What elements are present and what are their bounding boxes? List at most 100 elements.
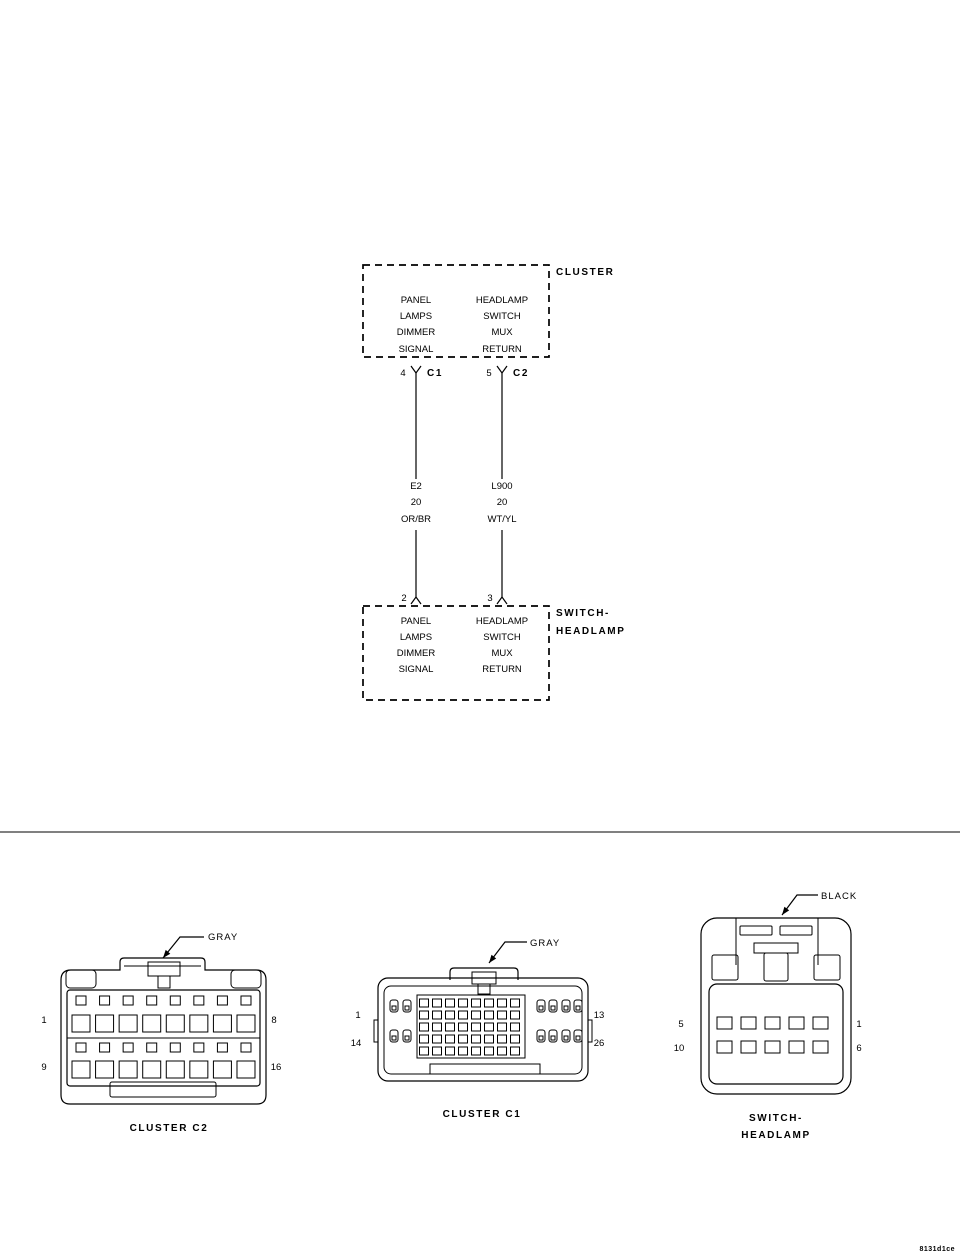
cluster-circuit-right-line: MUX <box>491 327 513 338</box>
side-guide-left <box>711 954 739 981</box>
switch-circuit-right-line: HEADLAMP <box>476 616 528 627</box>
wire-circuit-label: L900 <box>491 481 512 492</box>
terminal-cavity-latch <box>75 995 87 1006</box>
terminal-cavity <box>389 999 399 1013</box>
terminal-cavity-latch <box>404 1005 410 1011</box>
terminal-cavity-latch <box>99 1042 111 1053</box>
terminal-cavity-latch <box>240 995 252 1006</box>
cluster-outline <box>362 264 550 358</box>
terminal-cavity <box>165 1014 185 1033</box>
lock-latch <box>753 942 799 954</box>
pin-number-bottom-right: 16 <box>271 1062 282 1073</box>
terminal-cavity <box>458 1022 468 1032</box>
terminal-cavity <box>212 1060 232 1079</box>
terminal-cavity <box>510 1034 520 1044</box>
terminal-cavity-latch <box>216 995 228 1006</box>
terminal-cavity <box>812 1040 829 1054</box>
terminal-cavity <box>432 1046 442 1056</box>
connector-body <box>700 917 852 1095</box>
connector-title: CLUSTER C2 <box>130 1123 209 1134</box>
switch-circuit-left-line: DIMMER <box>397 648 436 659</box>
switch-terminal-symbol <box>410 595 422 605</box>
cluster-circuit-left-line: LAMPS <box>400 311 432 322</box>
cluster-terminal-c1-symbol <box>410 365 422 375</box>
switch-headlamp-label-line2: HEADLAMP <box>556 626 625 637</box>
terminal-cavity <box>573 1029 583 1043</box>
lock-latch <box>147 961 181 977</box>
wire-gauge-label: 20 <box>411 497 422 508</box>
terminal-cavity <box>445 1010 455 1020</box>
terminal-cavity-latch <box>575 1005 581 1011</box>
terminal-cavity-latch <box>146 995 158 1006</box>
terminal-cavity <box>118 1060 138 1079</box>
switch-circuit-left-line: LAMPS <box>400 632 432 643</box>
connector-face <box>708 983 844 1085</box>
switch-pin-right: 3 <box>487 593 492 604</box>
switch-headlamp-label-line1: SWITCH- <box>556 608 610 619</box>
connector-title: CLUSTER C1 <box>443 1109 522 1120</box>
cluster-pin-left: 4 <box>400 368 405 379</box>
side-rib-right <box>587 1019 593 1043</box>
terminal-cavity <box>458 998 468 1008</box>
cluster-circuit-right-line: RETURN <box>482 344 522 355</box>
terminal-cavity <box>497 1046 507 1056</box>
terminal-cavity <box>445 1046 455 1056</box>
terminal-cavity <box>812 1016 829 1030</box>
terminal-cavity-latch <box>563 1035 569 1041</box>
terminal-cavity <box>458 1046 468 1056</box>
connector-base <box>429 1063 541 1075</box>
lock-tab <box>449 967 519 980</box>
cluster-component: CLUSTER PANEL LAMPS DIMMER SIGNAL HEADLA… <box>362 264 613 379</box>
terminal-cavity <box>740 1040 757 1054</box>
lock-latch-tip <box>477 983 491 995</box>
terminal-cavity-latch <box>193 995 205 1006</box>
terminal-cavity <box>445 1022 455 1032</box>
terminal-cavity <box>432 1034 442 1044</box>
terminal-cavity-latch <box>575 1035 581 1041</box>
switch-headlamp-component: 2 3 SWITCH- HEADLAMP PANEL LAMPS DIMMER … <box>362 593 625 701</box>
side-guide-right <box>813 954 841 981</box>
color-leader-line <box>162 936 204 959</box>
terminal-cavity <box>484 1034 494 1044</box>
connector-body <box>377 977 589 1082</box>
terminal-cavity <box>432 998 442 1008</box>
terminal-cavity <box>71 1014 91 1033</box>
switch-circuit-left-line: SIGNAL <box>399 664 434 675</box>
terminal-cavity <box>510 1022 520 1032</box>
pin-number-top-left: 5 <box>678 1019 683 1030</box>
terminal-cavity-latch <box>99 995 111 1006</box>
color-leader-line <box>488 941 527 964</box>
cavity-grid <box>716 1016 829 1054</box>
terminal-cavity <box>118 1014 138 1033</box>
wire-circuit-label: E2 <box>410 481 422 492</box>
switch-pin-left: 2 <box>401 593 406 604</box>
leader-arrowhead <box>782 906 790 915</box>
terminal-cavity-latch <box>404 1035 410 1041</box>
cluster-circuit-right-line: HEADLAMP <box>476 295 528 306</box>
leader-arrowhead <box>163 949 171 958</box>
terminal-cavity <box>142 1060 162 1079</box>
wire-color-label: WT/YL <box>487 514 516 525</box>
terminal-cavity-latch <box>193 1042 205 1053</box>
cluster-circuit-left-line: DIMMER <box>397 327 436 338</box>
terminal-cavity <box>561 999 571 1013</box>
connector-view-cluster-c1: 1 13 14 26 GRAY CLUSTER C1 <box>351 938 605 1120</box>
terminal-cavity <box>484 1046 494 1056</box>
terminal-cavity <box>419 1034 429 1044</box>
terminal-cavity <box>212 1014 232 1033</box>
lock-latch-tip <box>157 975 171 989</box>
terminal-cavity-latch <box>550 1035 556 1041</box>
terminal-cavity <box>419 1046 429 1056</box>
side-ear-left <box>65 969 97 989</box>
terminal-cavity <box>402 1029 412 1043</box>
terminal-cavity <box>510 1046 520 1056</box>
terminal-cavity-latch <box>550 1005 556 1011</box>
terminal-cavity-latch <box>563 1005 569 1011</box>
terminal-cavity <box>716 1016 733 1030</box>
wire-color-label: OR/BR <box>401 514 431 525</box>
cluster-circuit-left-line: SIGNAL <box>399 344 434 355</box>
terminal-cavity <box>189 1060 209 1079</box>
cluster-pin-right: 5 <box>486 368 491 379</box>
terminal-cavity <box>764 1040 781 1054</box>
terminal-cavity <box>95 1014 115 1033</box>
